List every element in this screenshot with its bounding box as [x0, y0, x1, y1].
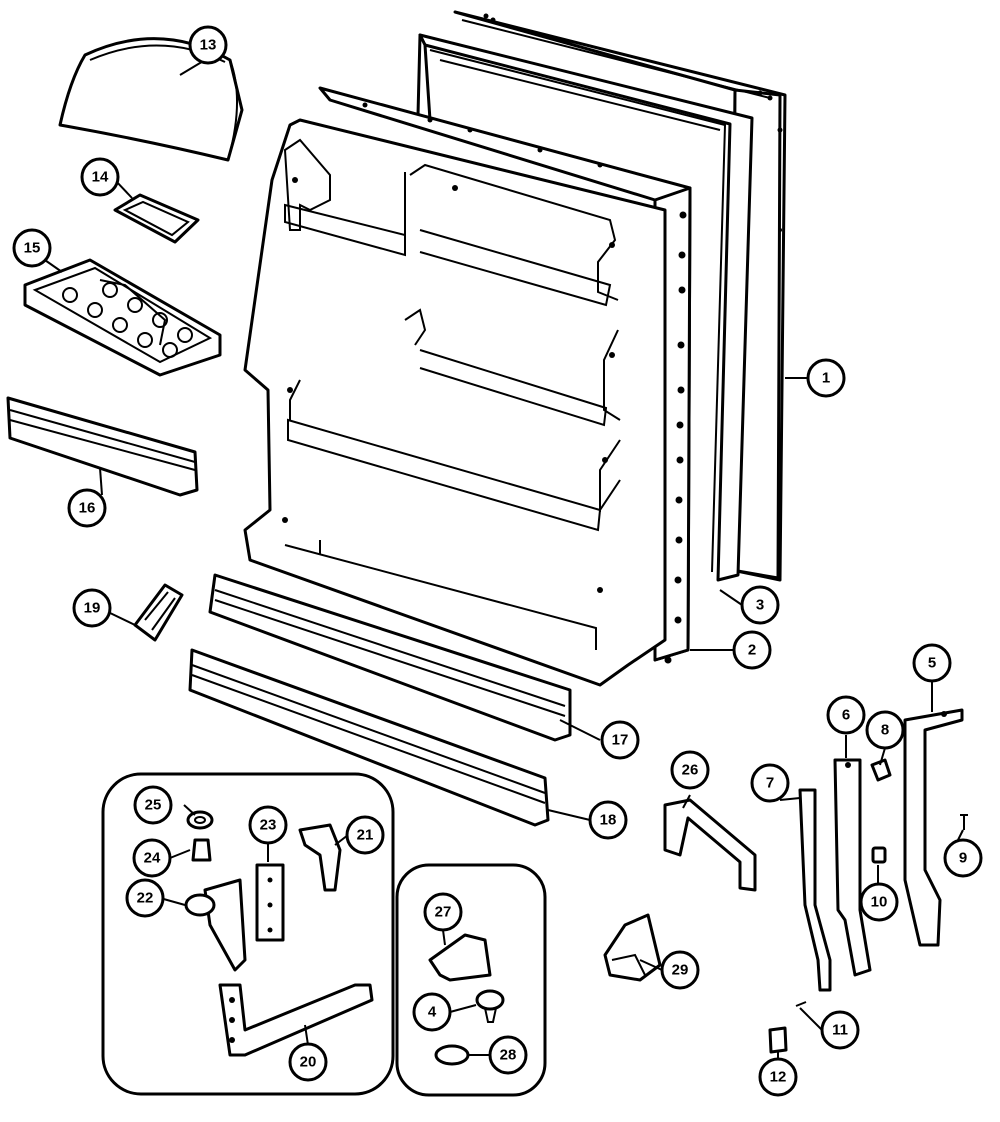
callout-14: 14 — [80, 157, 120, 197]
callout-29: 29 — [660, 950, 700, 990]
door-shelf-bar — [6, 396, 199, 497]
callout-27: 27 — [423, 892, 463, 932]
svg-text:19: 19 — [84, 600, 101, 617]
svg-text:29: 29 — [672, 962, 689, 979]
svg-text:27: 27 — [435, 904, 452, 921]
svg-text:15: 15 — [24, 240, 41, 257]
callout-1: 1 — [806, 358, 846, 398]
callout-24: 24 — [132, 838, 172, 878]
svg-text:25: 25 — [145, 797, 162, 814]
svg-text:3: 3 — [756, 597, 764, 614]
shelf-trim-17 — [208, 573, 572, 742]
svg-text:2: 2 — [748, 642, 756, 659]
shelf-clip — [133, 583, 184, 642]
svg-text:20: 20 — [300, 1054, 317, 1071]
callout-15: 15 — [12, 228, 52, 268]
callout-21: 21 — [345, 815, 385, 855]
screw-11 — [795, 1001, 807, 1007]
butter-tray — [113, 193, 200, 244]
hinge-part-6 — [833, 758, 872, 977]
svg-text:13: 13 — [200, 37, 217, 54]
svg-text:6: 6 — [842, 707, 850, 724]
cap-12 — [768, 1026, 788, 1054]
callout-8: 8 — [865, 710, 905, 750]
stop-bracket — [603, 913, 662, 982]
svg-text:17: 17 — [612, 732, 629, 749]
svg-text:16: 16 — [79, 500, 96, 517]
svg-text:10: 10 — [871, 894, 888, 911]
svg-text:1: 1 — [822, 370, 830, 387]
callout-7: 7 — [750, 763, 790, 803]
callout-18: 18 — [588, 800, 628, 840]
callout-17: 17 — [600, 720, 640, 760]
svg-text:22: 22 — [137, 890, 154, 907]
svg-text:7: 7 — [766, 775, 774, 792]
svg-text:14: 14 — [92, 169, 109, 186]
svg-text:11: 11 — [832, 1022, 848, 1039]
svg-text:8: 8 — [881, 722, 889, 739]
door-inner-liner — [243, 118, 667, 687]
hinge-kit-group — [101, 772, 395, 1096]
callout-26: 26 — [670, 750, 710, 790]
dairy-door-cover — [58, 37, 244, 162]
callout-5: 5 — [912, 643, 952, 683]
screw-9 — [960, 814, 968, 830]
callout-11: 11 — [820, 1010, 860, 1050]
callout-20: 20 — [288, 1042, 328, 1082]
bushing-10 — [871, 846, 887, 864]
callout-25: 25 — [133, 785, 173, 825]
svg-text:24: 24 — [144, 850, 161, 867]
callout-16: 16 — [67, 488, 107, 528]
door-gasket — [416, 33, 754, 582]
callout-28: 28 — [488, 1035, 528, 1075]
egg-tray — [23, 258, 222, 377]
hinge-part-7 — [798, 788, 832, 992]
svg-text:4: 4 — [428, 1004, 437, 1021]
svg-text:12: 12 — [770, 1069, 787, 1086]
callout-10: 10 — [859, 882, 899, 922]
svg-text:28: 28 — [500, 1047, 517, 1064]
callout-13: 13 — [188, 25, 228, 65]
callout-19: 19 — [72, 588, 112, 628]
svg-text:9: 9 — [959, 850, 967, 867]
callout-2: 2 — [732, 630, 772, 670]
svg-text:5: 5 — [928, 655, 936, 672]
door-handle — [663, 798, 757, 892]
callout-3: 3 — [740, 585, 780, 625]
callout-4: 4 — [412, 992, 452, 1032]
svg-text:26: 26 — [682, 762, 699, 779]
svg-text:23: 23 — [260, 817, 277, 834]
callout-6: 6 — [826, 695, 866, 735]
cap-kit-group — [395, 863, 547, 1097]
callout-12: 12 — [758, 1057, 798, 1097]
callout-9: 9 — [943, 838, 983, 878]
shelf-trim-18 — [188, 648, 550, 827]
hinge-part-5 — [903, 708, 964, 947]
callout-23: 23 — [248, 805, 288, 845]
callout-22: 22 — [125, 878, 165, 918]
svg-text:21: 21 — [357, 827, 374, 844]
svg-text:18: 18 — [600, 812, 617, 829]
